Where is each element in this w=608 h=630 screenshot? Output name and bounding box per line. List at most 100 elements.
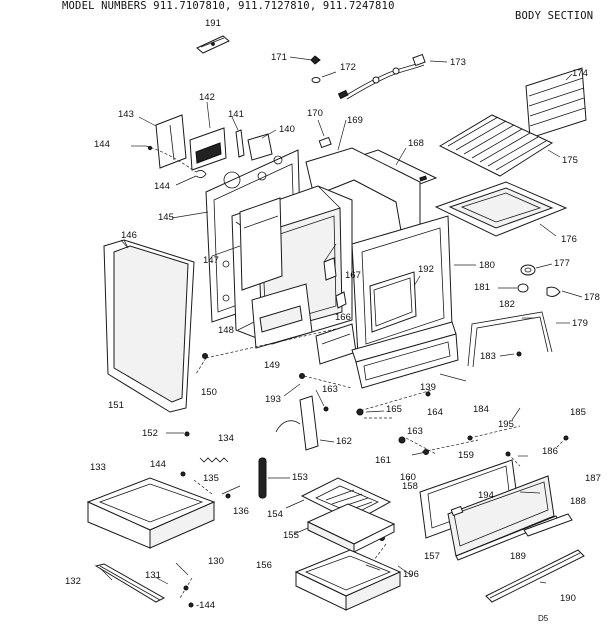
label-132: 132 bbox=[65, 576, 81, 587]
label-179: 179 bbox=[572, 318, 588, 329]
label-130: 130 bbox=[208, 556, 224, 567]
label-139: 139 bbox=[420, 382, 436, 393]
part-143-bracket bbox=[138, 114, 187, 169]
part-133-drawer bbox=[86, 477, 216, 549]
label-133: 133 bbox=[90, 462, 106, 473]
label-194: 194 bbox=[478, 490, 494, 501]
label-183: 183 bbox=[480, 351, 496, 362]
label-148: 148 bbox=[218, 325, 234, 336]
part-132-drawer-slide bbox=[94, 563, 166, 603]
part-189-hinge-bar bbox=[523, 513, 573, 537]
part-155-broiler-pan bbox=[306, 503, 396, 553]
label-171: 171 bbox=[271, 52, 287, 63]
label-135: 135 bbox=[203, 473, 219, 484]
assembly-leader-lines bbox=[179, 327, 567, 599]
label-175: 175 bbox=[562, 155, 578, 166]
label-168: 168 bbox=[408, 138, 424, 149]
label-151: 151 bbox=[108, 400, 124, 411]
label-186: 186 bbox=[542, 446, 558, 457]
label-145: 145 bbox=[158, 212, 174, 223]
label-164: 164 bbox=[427, 407, 443, 418]
section-title: BODY SECTION bbox=[515, 10, 594, 22]
label-149: 149 bbox=[264, 360, 280, 371]
part-134-spring bbox=[199, 457, 229, 463]
part-180-front-frame bbox=[351, 215, 476, 357]
label-165: 165 bbox=[386, 404, 402, 415]
label-195: 195 bbox=[498, 419, 514, 430]
label-150: 150 bbox=[201, 387, 217, 398]
part-191-bracket bbox=[196, 35, 230, 54]
label-161: 161 bbox=[375, 455, 391, 466]
label-leaders bbox=[99, 145, 547, 585]
label-140: 140 bbox=[279, 124, 295, 135]
part-172-clip bbox=[311, 71, 337, 83]
label-160: 160 bbox=[400, 472, 416, 483]
label-189: 189 bbox=[510, 551, 526, 562]
part-148-lower-panel bbox=[237, 283, 313, 349]
label-196: 196 bbox=[403, 569, 419, 580]
part-140-bracket bbox=[247, 129, 277, 161]
label-187: 187 bbox=[585, 473, 601, 484]
label-131: 131 bbox=[145, 570, 161, 581]
part-insulation-panel bbox=[239, 197, 283, 291]
label-163-low: 163 bbox=[407, 426, 423, 437]
label-144-mid: 144 bbox=[154, 181, 170, 192]
label-144-left: 144 bbox=[150, 459, 166, 470]
part-173-harness bbox=[337, 53, 448, 100]
label-163-top: 163 bbox=[322, 384, 338, 395]
part-166-terminal bbox=[335, 291, 347, 309]
label-155: 155 bbox=[283, 530, 299, 541]
part-171-screw bbox=[289, 55, 321, 65]
label-180: 180 bbox=[479, 260, 495, 271]
part-190-door-handle bbox=[485, 549, 585, 603]
label-156: 156 bbox=[256, 560, 272, 571]
label-173: 173 bbox=[450, 57, 466, 68]
page-code: D5 bbox=[538, 614, 549, 623]
label-144-bottom: -144 bbox=[196, 600, 216, 611]
label-192: 192 bbox=[418, 264, 434, 275]
model-numbers-heading: MODEL NUMBERS 911.7107810, 911.7127810, … bbox=[62, 0, 395, 12]
label-152: 152 bbox=[142, 428, 158, 439]
part-177-knob bbox=[520, 263, 553, 276]
label-172: 172 bbox=[340, 62, 356, 73]
part-179-door-gasket bbox=[467, 311, 570, 368]
part-178-knob bbox=[546, 286, 583, 298]
label-144-top: 144 bbox=[94, 139, 110, 150]
label-181: 181 bbox=[474, 282, 490, 293]
label-134: 134 bbox=[218, 433, 234, 444]
part-183-screw bbox=[499, 351, 522, 357]
part-162-hinge bbox=[275, 395, 335, 451]
part-174-rack-support bbox=[525, 67, 587, 139]
part-144-wire-clip bbox=[145, 145, 207, 178]
label-185: 185 bbox=[570, 407, 586, 418]
label-176: 176 bbox=[561, 234, 577, 245]
label-177: 177 bbox=[554, 258, 570, 269]
label-142: 142 bbox=[199, 92, 215, 103]
part-175-oven-rack bbox=[438, 114, 561, 177]
label-178: 178 bbox=[584, 292, 600, 303]
label-141: 141 bbox=[228, 109, 244, 120]
part-141-bracket bbox=[231, 116, 245, 158]
label-158: 158 bbox=[402, 481, 418, 492]
label-136: 136 bbox=[233, 506, 249, 517]
label-188: 188 bbox=[570, 496, 586, 507]
part-139-lower-frame bbox=[351, 321, 459, 389]
label-159: 159 bbox=[458, 450, 474, 461]
label-169: 169 bbox=[347, 115, 363, 126]
part-153-element bbox=[258, 457, 290, 499]
label-170: 170 bbox=[307, 108, 323, 119]
part-151-side-panel bbox=[103, 239, 195, 413]
label-190: 190 bbox=[560, 593, 576, 604]
part-176-pan bbox=[434, 181, 568, 237]
part-142-bracket bbox=[189, 101, 227, 171]
label-174: 174 bbox=[572, 68, 588, 79]
label-167: 167 bbox=[345, 270, 361, 281]
label-184: 184 bbox=[473, 404, 489, 415]
label-191: 191 bbox=[205, 18, 221, 29]
label-143: 143 bbox=[118, 109, 134, 120]
label-166: 166 bbox=[335, 312, 351, 323]
part-149-vent bbox=[315, 323, 357, 365]
label-147: 147 bbox=[203, 255, 219, 266]
label-146: 146 bbox=[121, 230, 137, 241]
